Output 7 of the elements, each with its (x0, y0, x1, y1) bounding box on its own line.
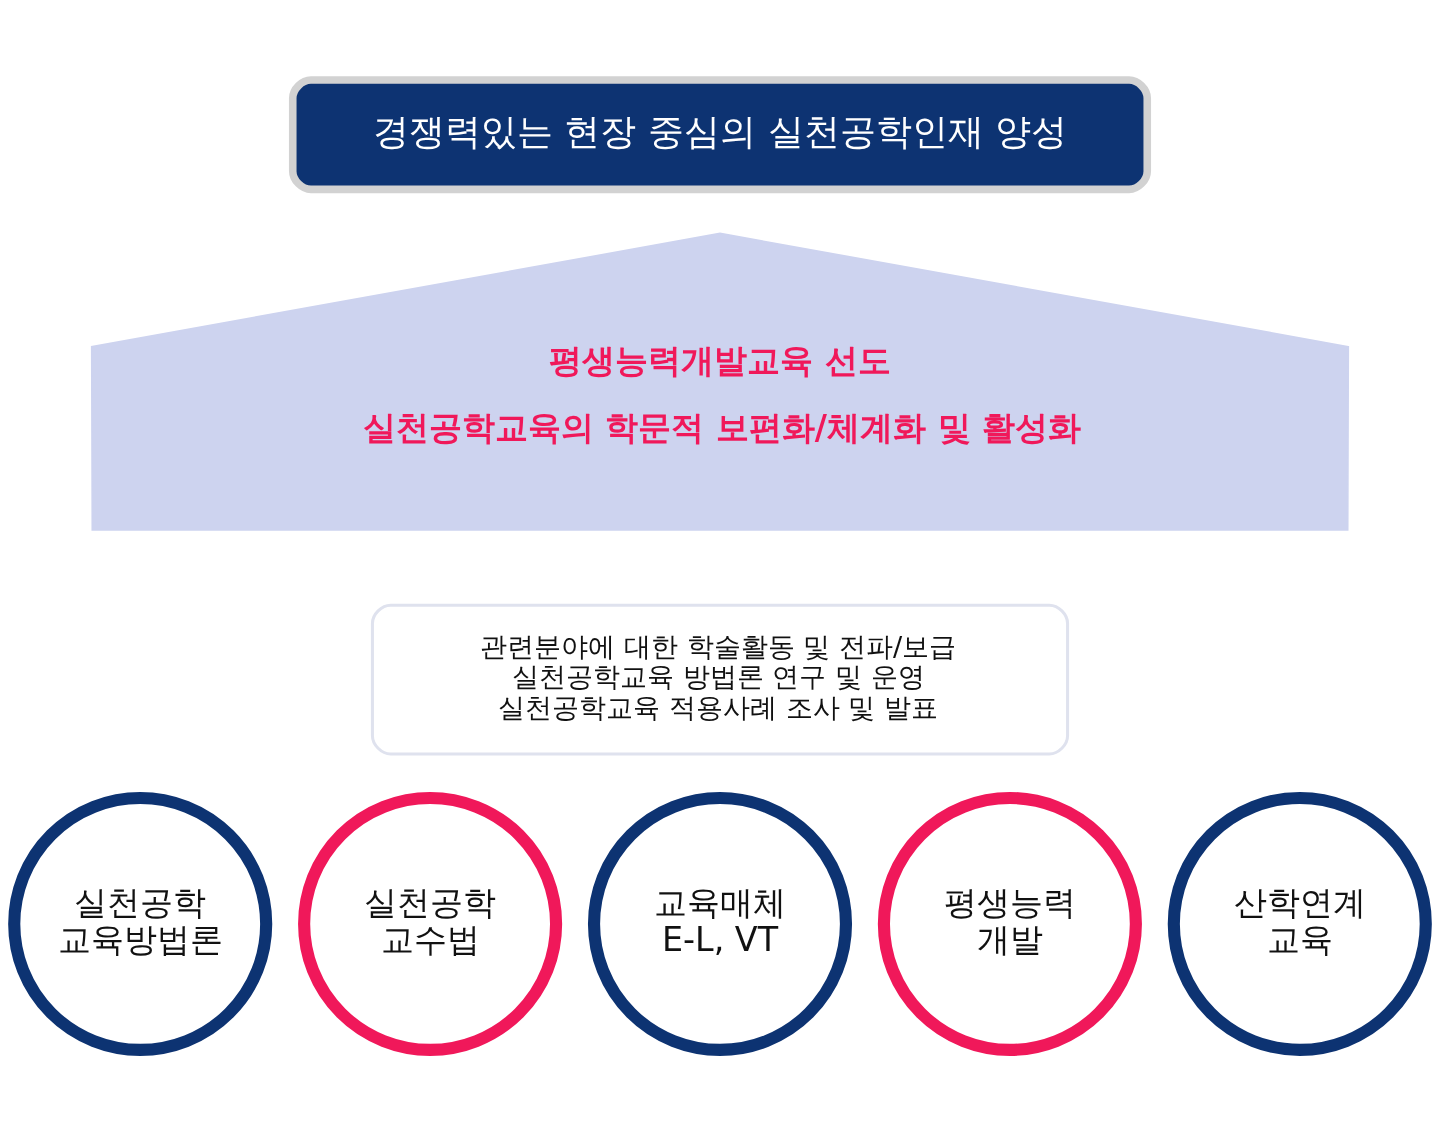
node-circle: 평생능력 개발 (877, 791, 1142, 1056)
node-circle: 실천공학 교육방법론 (8, 791, 273, 1056)
node-circle: 실천공학 교수법 (298, 791, 563, 1056)
node-box: 경쟁력있는 현장 중심의 실천공학인재 양성 (288, 76, 1152, 194)
node-circle: 교육매체 E-L, VT (587, 791, 853, 1056)
node-box: 관련분야에 대한 학술활동 및 전파/보급 실천공학교육 방법론 연구 및 운영 실천공학교육 적용사례 조사 및 발표 (370, 603, 1070, 756)
node-circle: 산학연계 교육 (1167, 791, 1432, 1056)
